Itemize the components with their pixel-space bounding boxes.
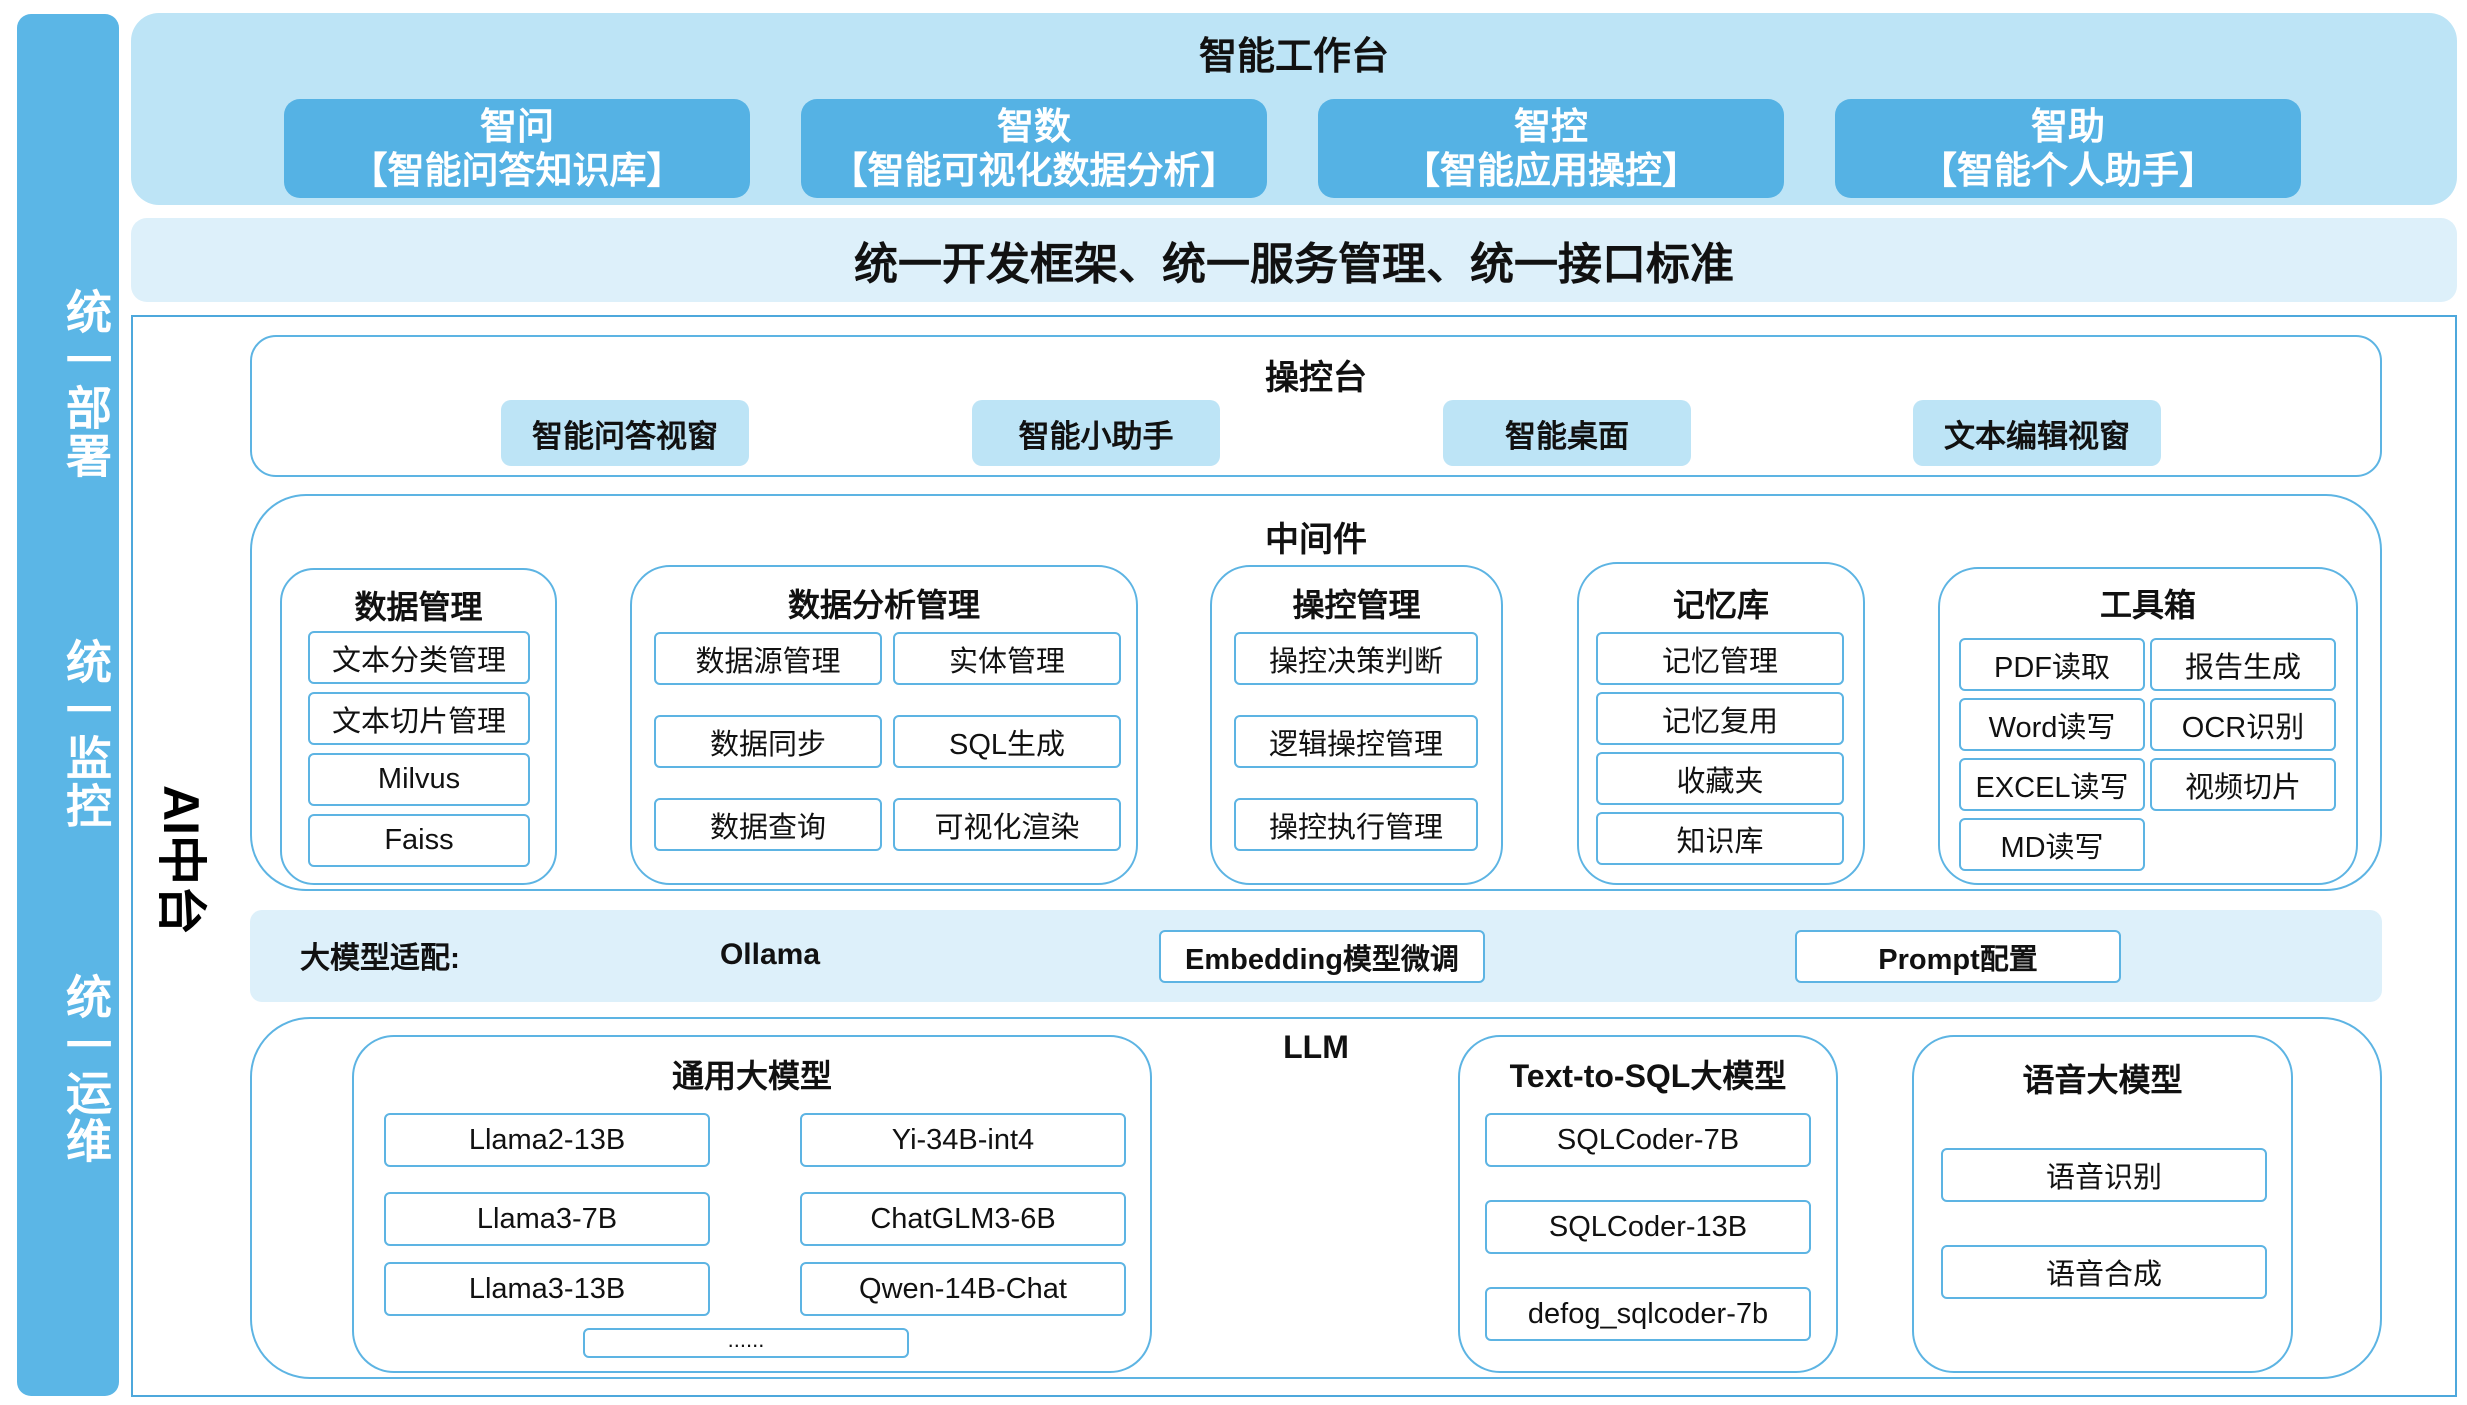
general-model-item[interactable]: Qwen-14B-Chat: [800, 1262, 1126, 1316]
analysis-item[interactable]: SQL生成: [893, 715, 1121, 768]
card-name: 智助: [2031, 105, 2105, 147]
card-name: 智问: [480, 105, 554, 147]
general-model-item[interactable]: Llama3-13B: [384, 1262, 710, 1316]
memory-title: 记忆库: [1672, 587, 1769, 623]
sql-models-title: Text-to-SQL大模型: [1509, 1058, 1787, 1094]
console-item-assistant[interactable]: 智能小助手: [972, 400, 1220, 466]
toolbox-item[interactable]: PDF读取: [1959, 638, 2145, 691]
card-desc: 【智能个人助手】: [1920, 149, 2216, 191]
data-analysis-title: 数据分析管理: [787, 587, 980, 623]
sql-model-item[interactable]: defog_sqlcoder-7b: [1485, 1287, 1811, 1341]
data-mgmt-item[interactable]: Milvus: [308, 753, 530, 806]
general-model-more[interactable]: ......: [583, 1328, 909, 1358]
toolbox-item[interactable]: MD读写: [1959, 818, 2145, 871]
workbench-card-zhiwen[interactable]: 智问 【智能问答知识库】: [284, 99, 750, 198]
toolbox-item[interactable]: 视频切片: [2150, 758, 2336, 811]
analysis-item[interactable]: 数据同步: [654, 715, 882, 768]
card-desc: 【智能应用操控】: [1403, 149, 1699, 191]
control-item[interactable]: 操控决策判断: [1234, 632, 1478, 685]
left-unified-bar: 统一部署 统一监控 统一运维: [17, 14, 119, 1396]
toolbox-item[interactable]: OCR识别: [2150, 698, 2336, 751]
console-title: 操控台: [1265, 358, 1367, 397]
control-management-title: 操控管理: [1292, 587, 1421, 623]
data-mgmt-item[interactable]: Faiss: [308, 814, 530, 867]
toolbox-item[interactable]: 报告生成: [2150, 638, 2336, 691]
data-mgmt-item[interactable]: 文本分类管理: [308, 631, 530, 684]
llm-title: LLM: [1283, 1028, 1349, 1065]
console-item-desktop[interactable]: 智能桌面: [1443, 400, 1691, 466]
ai-platform-frame: [131, 315, 2457, 1397]
workbench-card-zhizhu[interactable]: 智助 【智能个人助手】: [1835, 99, 2301, 198]
analysis-item[interactable]: 数据源管理: [654, 632, 882, 685]
console-item-qa-window[interactable]: 智能问答视窗: [501, 400, 749, 466]
unified-monitor-label: 统一监控: [60, 638, 112, 830]
toolbox-item[interactable]: Word读写: [1959, 698, 2145, 751]
workbench-title: 智能工作台: [1198, 35, 1389, 78]
adapter-ollama[interactable]: Ollama: [719, 938, 821, 971]
adapter-embedding-button[interactable]: Embedding模型微调: [1159, 930, 1485, 983]
memory-item[interactable]: 收藏夹: [1596, 752, 1844, 805]
card-name: 智数: [997, 105, 1071, 147]
control-item[interactable]: 操控执行管理: [1234, 798, 1478, 851]
middleware-title: 中间件: [1265, 520, 1367, 559]
sql-model-item[interactable]: SQLCoder-13B: [1485, 1200, 1811, 1254]
memory-item[interactable]: 记忆管理: [1596, 632, 1844, 685]
workbench-card-zhishu[interactable]: 智数 【智能可视化数据分析】: [801, 99, 1267, 198]
analysis-item[interactable]: 实体管理: [893, 632, 1121, 685]
memory-item[interactable]: 记忆复用: [1596, 692, 1844, 745]
speech-models-group: [1912, 1035, 2293, 1373]
analysis-item[interactable]: 可视化渲染: [893, 798, 1121, 851]
speech-model-item[interactable]: 语音合成: [1941, 1245, 2267, 1299]
toolbox-item[interactable]: EXCEL读写: [1959, 758, 2145, 811]
adapter-prompt-button[interactable]: Prompt配置: [1795, 930, 2121, 983]
general-models-title: 通用大模型: [671, 1058, 832, 1094]
card-desc: 【智能可视化数据分析】: [830, 149, 1238, 191]
card-desc: 【智能问答知识库】: [350, 149, 684, 191]
general-model-item[interactable]: Llama2-13B: [384, 1113, 710, 1167]
workbench-card-zhikong[interactable]: 智控 【智能应用操控】: [1318, 99, 1784, 198]
adapter-label: 大模型适配:: [300, 942, 460, 975]
unified-deploy-label: 统一部署: [60, 288, 112, 480]
general-model-item[interactable]: Yi-34B-int4: [800, 1113, 1126, 1167]
speech-models-title: 语音大模型: [2022, 1062, 2183, 1098]
general-model-item[interactable]: ChatGLM3-6B: [800, 1192, 1126, 1246]
sql-model-item[interactable]: SQLCoder-7B: [1485, 1113, 1811, 1167]
console-item-text-editor[interactable]: 文本编辑视窗: [1913, 400, 2161, 466]
unified-ops-label: 统一运维: [60, 973, 112, 1165]
data-management-title: 数据管理: [354, 589, 483, 625]
general-model-item[interactable]: Llama3-7B: [384, 1192, 710, 1246]
analysis-item[interactable]: 数据查询: [654, 798, 882, 851]
control-item[interactable]: 逻辑操控管理: [1234, 715, 1478, 768]
data-mgmt-item[interactable]: 文本切片管理: [308, 692, 530, 745]
memory-item[interactable]: 知识库: [1596, 812, 1844, 865]
unified-framework-bar: 统一开发框架、统一服务管理、统一接口标准: [131, 218, 2457, 302]
card-name: 智控: [1514, 105, 1588, 147]
speech-model-item[interactable]: 语音识别: [1941, 1148, 2267, 1202]
toolbox-title: 工具箱: [2099, 587, 2196, 623]
